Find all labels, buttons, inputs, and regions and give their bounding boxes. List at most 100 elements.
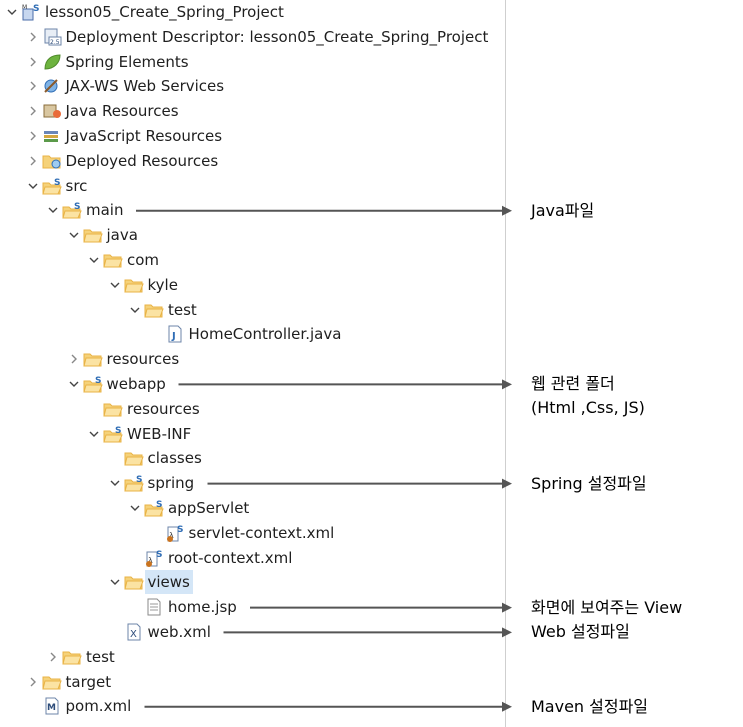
chevron-right-icon[interactable] — [25, 74, 41, 98]
annotation-note: Maven 설정파일 — [531, 696, 649, 716]
chevron-right-icon[interactable] — [25, 149, 41, 173]
annotation-note: (Html ,Css, JS) — [531, 398, 645, 418]
chevron-down-icon[interactable] — [107, 273, 123, 297]
folder-icon — [41, 673, 62, 691]
spring-folder-icon: S — [62, 201, 82, 219]
tree-item[interactable]: test — [0, 298, 505, 322]
chevron-down-icon[interactable] — [25, 174, 41, 198]
tree-item[interactable]: home.jsp — [0, 595, 505, 619]
spring-xml-icon: λ S — [144, 549, 164, 567]
svg-text:2.5: 2.5 — [50, 39, 60, 46]
tree-item[interactable]: views — [0, 570, 505, 595]
tree-item[interactable]: 2.5 Deployment Descriptor: lesson05_Creat… — [0, 25, 505, 49]
tree-item[interactable]: Deployed Resources — [0, 149, 505, 173]
jsp-file-icon — [144, 598, 164, 616]
tree-item[interactable]: test — [0, 645, 505, 669]
tree-item[interactable]: resources — [0, 397, 505, 421]
spring-xml-icon: λ S — [165, 524, 185, 542]
tree-item-label: JavaScript Resources — [65, 127, 223, 145]
tree-item-label: HomeController.java — [188, 325, 342, 344]
tree-item-label: pom.xml — [65, 697, 132, 716]
chevron-down-icon[interactable] — [86, 248, 102, 272]
svg-text:S: S — [156, 550, 162, 560]
chevron-down-icon[interactable] — [107, 570, 123, 594]
chevron-right-icon[interactable] — [25, 99, 41, 123]
tree-item-label: Spring Elements — [65, 52, 189, 71]
tree-item[interactable]: JAX-WS Web Services — [0, 74, 505, 98]
chevron-right-icon[interactable] — [45, 645, 61, 669]
chevron-down-icon[interactable] — [4, 0, 20, 24]
chevron-right-icon[interactable] — [25, 670, 41, 694]
folder-icon — [103, 400, 123, 418]
tree-item-label: resources — [106, 350, 180, 369]
chevron-down-icon[interactable] — [107, 471, 123, 495]
svg-text:S: S — [74, 202, 80, 212]
svg-text:S: S — [95, 376, 101, 386]
web-services-icon — [42, 77, 62, 95]
annotation-note: Web 설정파일 — [531, 622, 630, 642]
tree-item-label: root-context.xml — [168, 548, 293, 567]
chevron-down-icon[interactable] — [127, 496, 143, 520]
chevron-right-icon[interactable] — [25, 50, 41, 74]
spring-folder-icon: S — [41, 177, 62, 195]
tree-item[interactable]: kyle — [0, 273, 505, 297]
tree-item[interactable]: J HomeController.java — [0, 322, 505, 346]
tree-item-label: Deployment Descriptor: lesson05_Create_S… — [65, 27, 489, 46]
chevron-right-icon[interactable] — [25, 124, 41, 148]
tree-item[interactable]: resources — [0, 347, 505, 371]
tree-item-label: java — [106, 226, 138, 245]
chevron-down-icon[interactable] — [45, 198, 61, 222]
tree-item[interactable]: Java Resources — [0, 99, 505, 123]
spring-folder-icon: S — [144, 499, 164, 517]
chevron-right-icon[interactable] — [66, 347, 82, 371]
chevron-down-icon[interactable] — [66, 223, 82, 247]
annotation-note: 화면에 보여주는 View — [531, 597, 683, 617]
svg-text:S: S — [156, 500, 162, 510]
tree-item-label: target — [65, 672, 112, 691]
tree-item-label: src — [65, 176, 88, 195]
chevron-down-icon[interactable] — [66, 372, 82, 396]
tree-item[interactable]: java — [0, 223, 505, 247]
folder-icon — [144, 301, 164, 319]
tree-item-label: test — [86, 647, 115, 666]
folder-icon — [62, 648, 82, 666]
chevron-down-icon[interactable] — [127, 298, 143, 322]
tree-item-label: home.jsp — [168, 598, 237, 617]
tree-item[interactable]: target — [0, 670, 505, 694]
deployed-resources-icon — [42, 152, 62, 170]
tree-item-label: kyle — [147, 275, 178, 294]
tree-item-label: webapp — [106, 375, 166, 393]
tree-item-label: com — [127, 251, 160, 269]
svg-text:S: S — [177, 525, 183, 535]
folder-icon — [82, 226, 103, 244]
annotation-note: Spring 설정파일 — [531, 473, 647, 493]
tree-item[interactable]: com — [0, 248, 505, 272]
tree-item[interactable]: classes — [0, 446, 505, 470]
tree-item[interactable]: JavaScript Resources — [0, 124, 505, 148]
tree-item-label: resources — [127, 399, 200, 418]
chevron-down-icon[interactable] — [86, 422, 102, 446]
tree-item-label: web.xml — [147, 623, 211, 641]
spring-folder-icon: S — [82, 375, 103, 393]
tree-item[interactable]: Spring Elements — [0, 50, 505, 74]
svg-text:M: M — [47, 703, 56, 713]
svg-text:J: J — [171, 331, 176, 342]
tree-item-label: servlet-context.xml — [188, 523, 335, 542]
svg-text:S: S — [33, 4, 39, 14]
folder-icon — [82, 350, 103, 368]
folder-icon — [123, 573, 144, 591]
chevron-right-icon[interactable] — [25, 25, 41, 49]
svg-text:S: S — [136, 475, 142, 485]
javascript-resources-icon — [42, 127, 62, 145]
